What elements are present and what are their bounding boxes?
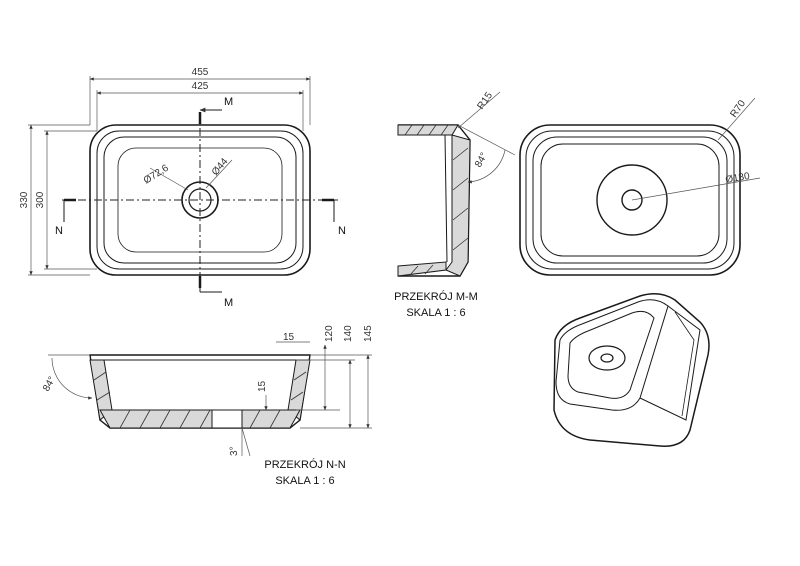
- section-mm-view: R15 84° PRZEKRÓJ M-M SKALA 1 : 6: [394, 90, 516, 319]
- dim-84-mm: 84°: [473, 151, 490, 170]
- section-nn-view: 15 120 140 145 15 84° 3° PRZEKRÓJ N-N SK…: [41, 325, 374, 487]
- bottom-ring-3: [540, 143, 720, 257]
- iso-drain-inner: [600, 353, 614, 363]
- dim-425: 425: [192, 81, 209, 92]
- dim-drain-inner: Ø44: [210, 156, 231, 178]
- dim-r15: R15: [475, 90, 495, 112]
- dim-130: Ø130: [725, 171, 751, 186]
- isometric-view: [553, 293, 710, 447]
- bottom-drain-outer: [596, 164, 668, 236]
- dim-drain-outer: Ø72,6: [142, 163, 171, 187]
- section-mark-m-bottom: M: [224, 297, 233, 309]
- dim-300: 300: [35, 191, 46, 208]
- section-mm-scale: SKALA 1 : 6: [406, 307, 465, 319]
- section-mark-m-top: M: [224, 96, 233, 108]
- dim-140: 140: [343, 325, 354, 342]
- section-nn-drain-cut: [211, 409, 243, 429]
- dim-455: 455: [192, 67, 209, 78]
- bottom-ring-1: [525, 130, 735, 270]
- section-mm-inner-wall: [444, 134, 448, 263]
- iso-drain-outer: [588, 345, 626, 371]
- dim-15-top: 15: [283, 332, 295, 343]
- section-nn-title: PRZEKRÓJ N-N: [264, 458, 345, 471]
- bottom-outer: [519, 124, 741, 276]
- section-mm-rim-hatch: [397, 124, 459, 136]
- dim-145: 145: [363, 325, 374, 342]
- section-nn-bottom-hatch: [99, 409, 301, 429]
- section-mm-bottom-hatch: [397, 261, 447, 277]
- dim-15-side: 15: [257, 380, 268, 392]
- iso-side-edge: [674, 311, 695, 417]
- section-nn-scale: SKALA 1 : 6: [275, 475, 334, 487]
- bottom-ring-2: [532, 136, 728, 264]
- iso-outline: [553, 293, 710, 447]
- iso-side: [639, 305, 701, 421]
- section-mark-n-right: N: [338, 225, 346, 237]
- dim-330: 330: [19, 191, 30, 208]
- top-view: M M N N 455 425 330 300 Ø72,6 Ø44: [19, 67, 346, 309]
- bottom-view: Ø130 R70: [519, 97, 761, 276]
- bottom-drain-inner: [621, 189, 643, 211]
- dim-84-nn: 84°: [41, 375, 58, 394]
- iso-bowl: [567, 310, 655, 399]
- section-mark-n-left: N: [55, 225, 63, 237]
- dim-3-deg: 3°: [229, 446, 240, 456]
- section-mm-title: PRZEKRÓJ M-M: [394, 290, 478, 303]
- dim-120: 120: [324, 325, 335, 342]
